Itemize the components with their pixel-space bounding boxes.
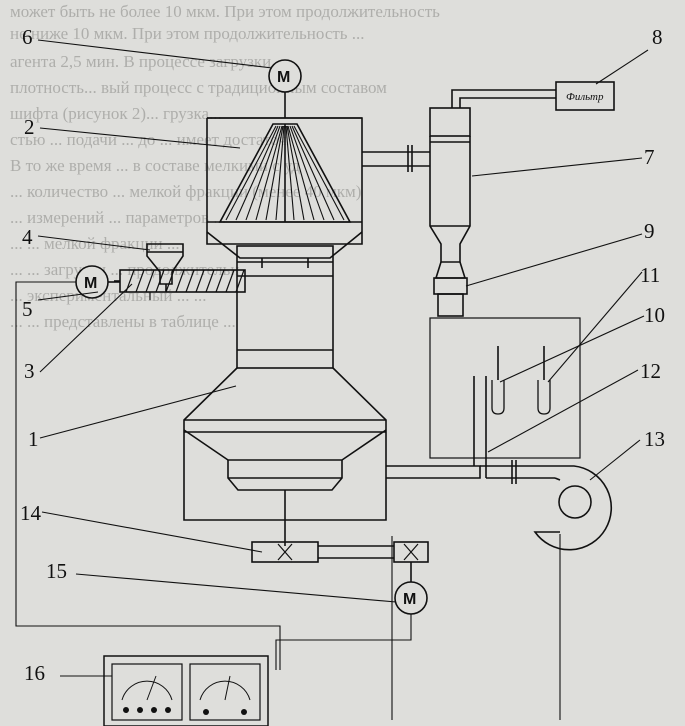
- label-6: 6: [22, 25, 33, 49]
- motor-15-symbol: М: [403, 591, 416, 608]
- label-14: 14: [20, 501, 42, 525]
- rotor-blades: [225, 125, 345, 221]
- bg-line: агента 2,5 мин. В процессе загрузки...: [10, 52, 285, 71]
- cyclone-7: [407, 89, 556, 317]
- label-4: 4: [22, 225, 33, 249]
- control-panel-16: [103, 655, 269, 726]
- cone-chamber: [183, 367, 387, 546]
- motor-5-symbol: М: [84, 275, 97, 292]
- label-16: 16: [24, 661, 45, 685]
- bg-line: ... измерений ... параметров ...: [10, 208, 227, 227]
- screw-feeder: [114, 269, 246, 293]
- label-11: 11: [640, 263, 660, 287]
- label-1: 1: [28, 427, 39, 451]
- motor-15: М: [394, 581, 428, 615]
- bg-line: не ниже 10 мкм. При этом продолжительнос…: [10, 24, 365, 43]
- hopper-4: [146, 243, 184, 292]
- classifier-head: [206, 117, 430, 268]
- bg-line: В то же время ... в составе мелкими с уд: [10, 156, 301, 175]
- label-9: 9: [644, 219, 655, 243]
- bg-line: ... количество ... мелкой фракции (менее…: [10, 182, 362, 201]
- label-3: 3: [24, 359, 35, 383]
- bg-line: ... экспериментальный ... ...: [10, 286, 207, 305]
- motor-6: М: [268, 59, 302, 118]
- bg-line: ... ... представлены в таблице ...: [10, 312, 236, 331]
- duct-12: [386, 376, 555, 484]
- label-5: 5: [22, 297, 33, 321]
- filter-8: Фильтр: [555, 81, 615, 111]
- drive-14: [251, 541, 429, 584]
- motor-6-symbol: М: [277, 69, 290, 86]
- bg-line: шифта (рисунок 2)... грузка...: [10, 104, 222, 123]
- label-8: 8: [652, 25, 663, 49]
- label-13: 13: [644, 427, 665, 451]
- leader-lines: [37, 39, 649, 677]
- label-2: 2: [24, 115, 35, 139]
- label-7: 7: [644, 145, 655, 169]
- column-body: [236, 245, 334, 369]
- label-15: 15: [46, 559, 67, 583]
- motor-5: М: [75, 265, 120, 299]
- bg-line: стью ... подачи ... до ... имеет достато…: [10, 130, 287, 149]
- bg-line: может быть не более 10 мкм. При этом про…: [10, 2, 440, 21]
- manometers: [429, 317, 581, 459]
- part-numbers: 6 2 4 5 3 1 14 15 16 8 7 9 11 10 12 13: [20, 25, 665, 685]
- fan-13: [533, 465, 613, 551]
- label-10: 10: [644, 303, 665, 327]
- filter-label: Фильтр: [566, 91, 604, 103]
- control-wiring: [15, 281, 561, 720]
- label-12: 12: [640, 359, 661, 383]
